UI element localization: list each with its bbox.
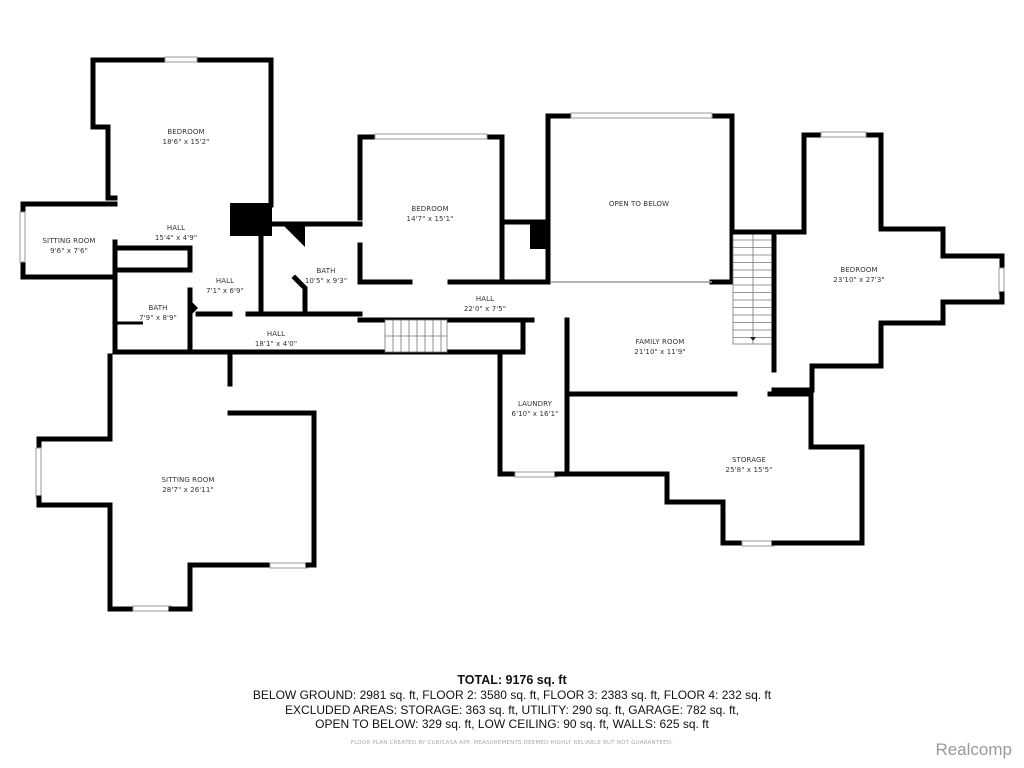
room-label-bedroom-1: BEDROOM 18'6" x 15'2" — [163, 127, 210, 147]
bedroom-1-walls — [90, 56, 274, 208]
disclaimer: FLOOR PLAN CREATED BY CUBICASA APP. MEAS… — [350, 739, 674, 746]
lower-hall-walls — [187, 317, 535, 355]
room-name: OPEN TO BELOW — [608, 200, 670, 208]
excluded-areas: EXCLUDED AREAS: STORAGE: 363 sq. ft, UTI… — [285, 702, 739, 717]
room-name: BATH — [316, 267, 336, 275]
floor-areas: BELOW GROUND: 2981 sq. ft, FLOOR 2: 3580… — [252, 688, 772, 702]
structural-block — [530, 222, 548, 249]
room-name: BATH — [148, 304, 168, 312]
room-label-hall-3: HALL 18'1" x 4'0" — [255, 329, 297, 349]
area-summary: TOTAL: 9176 sq. ft BELOW GROUND: 2981 sq… — [0, 673, 1024, 746]
room-dimensions: 15'4" x 4'9" — [154, 234, 198, 242]
room-name: FAMILY ROOM — [635, 338, 685, 346]
room-name: SITTING ROOM — [161, 476, 215, 484]
room-name: HALL — [475, 295, 495, 303]
room-label-bath-2: BATH 7'9" x 8'9" — [139, 303, 177, 323]
open-to-below-walls — [545, 112, 735, 285]
room-label-bath-1: BATH 10'5" x 9'3" — [305, 266, 347, 286]
realcomp-watermark: Realcomp — [935, 740, 1012, 759]
room-dimensions: 22'0" x 7'5" — [463, 305, 507, 313]
room-name: LAUNDRY — [518, 400, 552, 408]
sitting-room-2-walls — [35, 353, 317, 612]
room-dimensions: 23'10" x 27'3" — [833, 276, 885, 284]
excluded-areas-cont: OPEN TO BELOW: 329 sq. ft, LOW CEILING: … — [315, 717, 709, 731]
room-dimensions: 21'10" x 11'9" — [634, 348, 686, 356]
room-dimensions: 18'6" x 15'2" — [162, 138, 210, 146]
room-label-sitting-room-1: SITTING ROOM 9'6" x 7'6" — [42, 236, 95, 256]
bedroom-2-walls — [357, 133, 551, 285]
room-name: SITTING ROOM — [42, 237, 96, 245]
room-name: HALL — [166, 224, 186, 232]
room-label-laundry: LAUNDRY 6'10" x 16'1" — [512, 399, 559, 419]
room-dimensions: 10'5" x 9'3" — [304, 277, 348, 285]
room-label-hall-1: HALL 15'4" x 4'9" — [155, 223, 197, 243]
structural-block — [280, 222, 305, 247]
room-label-bedroom-2: BEDROOM 14'7" x 15'1" — [407, 204, 454, 224]
floor-plan — [19, 56, 1005, 612]
room-label-hall-2: HALL 7'1" x 6'9" — [206, 276, 244, 296]
room-label-bedroom-3: BEDROOM 23'10" x 27'3" — [833, 265, 884, 285]
room-name: STORAGE — [731, 456, 767, 464]
structural-block — [230, 203, 272, 236]
room-dimensions: 6'10" x 16'1" — [511, 410, 559, 418]
room-name: HALL — [215, 277, 235, 285]
room-dimensions: 9'6" x 7'6" — [50, 247, 88, 255]
room-dimensions: 7'9" x 8'9" — [139, 314, 177, 322]
room-name: HALL — [266, 330, 286, 338]
room-dimensions: 14'7" x 15'1" — [406, 215, 454, 223]
room-dimensions: 25'8" x 15'5" — [725, 466, 773, 474]
total-area: TOTAL: 9176 sq. ft — [457, 673, 567, 687]
room-label-family-room: FAMILY ROOM 21'10" x 11'9" — [634, 337, 685, 357]
bedroom-3-walls — [730, 131, 1005, 393]
sitting-room-1-walls — [19, 201, 118, 280]
laundry-walls — [497, 317, 865, 547]
staircase-right — [732, 229, 777, 373]
room-label-storage: STORAGE 25'8" x 15'5" — [726, 455, 773, 475]
room-dimensions: 18'1" x 4'0" — [254, 340, 298, 348]
room-name: BEDROOM — [840, 266, 878, 274]
room-label-sitting-room-2: SITTING ROOM 28'7" x 26'11" — [161, 475, 214, 495]
room-name: BEDROOM — [411, 205, 449, 213]
room-label-open-to-below: OPEN TO BELOW — [609, 199, 669, 209]
room-label-hall-4: HALL 22'0" x 7'5" — [464, 294, 506, 314]
room-dimensions: 28'7" x 26'11" — [162, 486, 214, 494]
room-name: BEDROOM — [167, 128, 205, 136]
room-dimensions: 7'1" x 6'9" — [206, 287, 244, 295]
hall-walls — [112, 221, 363, 355]
